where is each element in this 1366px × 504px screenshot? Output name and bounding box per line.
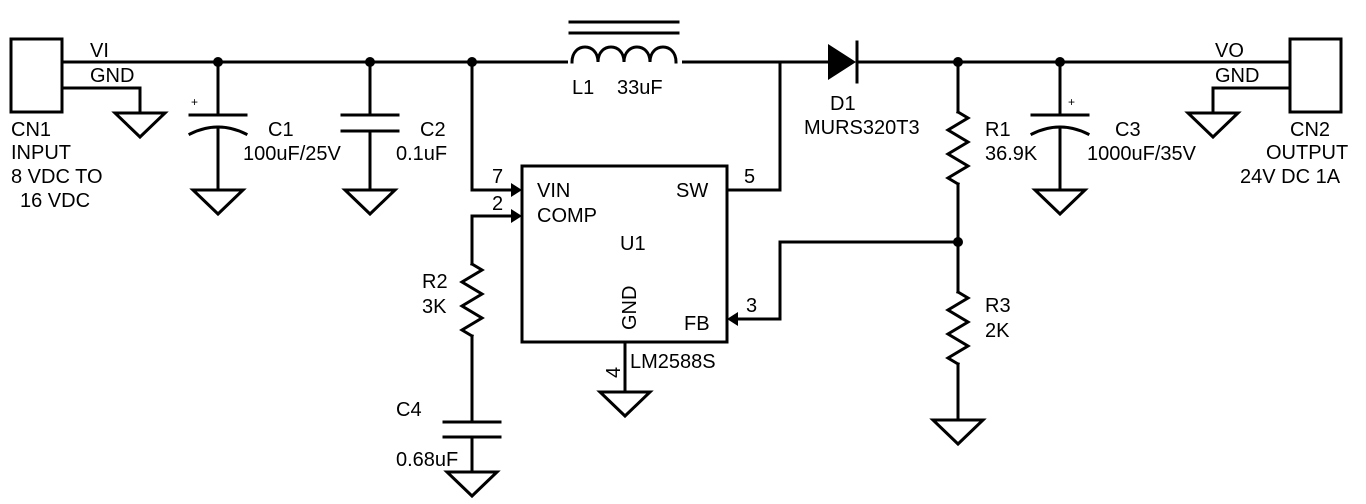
ground-symbol-c1	[189, 188, 247, 217]
c1-value-label: 100uF/25V	[243, 143, 342, 165]
cn1-range-label-1: 8 VDC TO	[11, 166, 103, 188]
ground-symbol-u1	[596, 390, 654, 419]
cn1-pin-gnd-label: GND	[90, 65, 134, 87]
c2-ref-label: C2	[420, 119, 446, 141]
c1-ref-label: C1	[268, 119, 294, 141]
cn1-ref-label: CN1	[11, 119, 51, 141]
cn2-connector-body	[1288, 37, 1343, 114]
vin-arrow	[511, 183, 522, 197]
l1-ref-label: L1	[572, 77, 594, 99]
r3-resistor	[945, 289, 971, 367]
d1-ref-label: D1	[830, 93, 856, 115]
ground-symbol-c4	[443, 470, 501, 499]
r3-ref-label: R3	[985, 295, 1011, 317]
u1-pin-comp-label: COMP	[537, 205, 597, 227]
cn2-name-label: OUTPUT	[1266, 142, 1348, 164]
c3-value-label: 1000uF/35V	[1087, 143, 1197, 165]
r1-value-label: 36.9K	[985, 143, 1038, 165]
u1-pin5-number: 5	[744, 166, 755, 188]
ground-symbol-c3	[1031, 188, 1089, 217]
d1-diode-body	[828, 44, 856, 80]
cn2-spec-label: 24V DC 1A	[1240, 166, 1341, 188]
ground-symbol-c2	[341, 188, 399, 217]
cn1-name-label: INPUT	[11, 142, 71, 164]
u1-part-label: LM2588S	[630, 351, 716, 373]
u1-pin-vin-label: VIN	[537, 180, 570, 202]
r3-value-label: 2K	[985, 320, 1010, 342]
u1-pin-sw-label: SW	[676, 180, 708, 202]
d1-part-label: MURS320T3	[804, 117, 920, 139]
u1-pin7-number: 7	[492, 166, 503, 188]
ground-symbol-r3	[929, 418, 987, 447]
ground-symbol-cn1	[111, 111, 169, 140]
cn2-pin-vo-label: VO	[1215, 40, 1244, 62]
u1-pin-gnd-label: GND	[619, 286, 641, 330]
l1-value-label: 33uF	[617, 77, 663, 99]
r2-resistor	[459, 261, 485, 339]
cn2-ref-label: CN2	[1290, 119, 1330, 141]
c3-polarity-mark: +	[1068, 95, 1075, 109]
u1-pin-fb-label: FB	[684, 313, 710, 335]
ground-symbol-cn2	[1184, 111, 1242, 140]
u1-ref-label: U1	[620, 233, 646, 255]
u1-pin2-number: 2	[492, 193, 503, 215]
r2-ref-label: R2	[422, 271, 448, 293]
cn1-pin-vi-label: VI	[90, 40, 109, 62]
r1-ref-label: R1	[985, 119, 1011, 141]
c2-value-label: 0.1uF	[396, 143, 447, 165]
cn2-pin-gnd-label: GND	[1215, 65, 1259, 87]
u1-pin4-number: 4	[603, 367, 625, 378]
cn1-range-label-2: 16 VDC	[20, 190, 90, 212]
u1-pin3-number: 3	[746, 295, 757, 317]
r2-value-label: 3K	[422, 296, 447, 318]
c4-ref-label: C4	[396, 399, 422, 421]
cn1-connector-body	[9, 37, 64, 114]
fb-arrow	[727, 312, 738, 326]
comp-arrow	[511, 209, 522, 223]
l1-coil	[570, 45, 678, 64]
c1-polarity-mark: +	[191, 95, 198, 109]
r1-resistor	[945, 109, 971, 187]
c4-value-label: 0.68uF	[396, 449, 458, 471]
c3-ref-label: C3	[1115, 119, 1141, 141]
